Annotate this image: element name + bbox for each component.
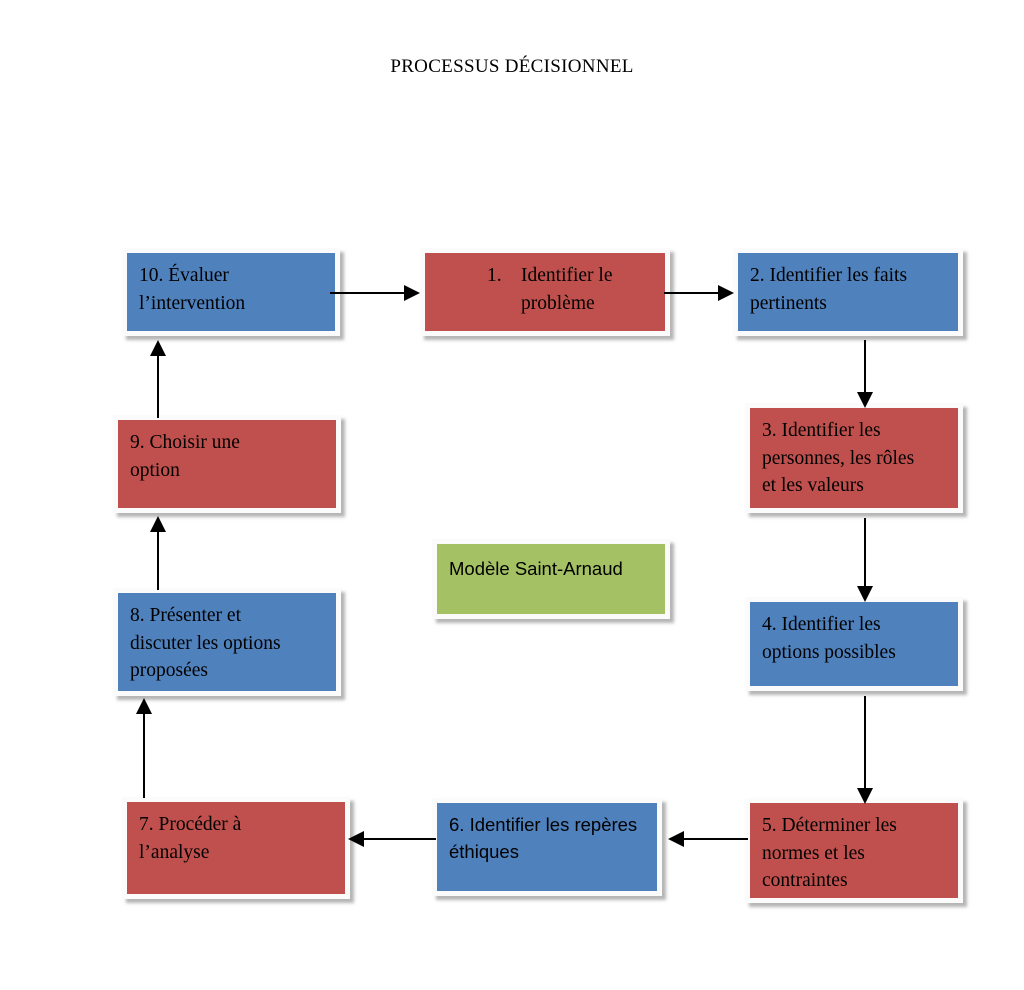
step-3-line-2: personnes, les rôles <box>762 447 915 469</box>
step-2-line-2: pertinents <box>750 292 827 314</box>
arrow-step-9-to-step-10 <box>150 340 166 418</box>
step-3-line-3: et les valeurs <box>762 475 864 497</box>
process-box-step-8[interactable]: 8. Présenter et discuter les options pro… <box>113 588 341 696</box>
arrow-step-1-to-step-2 <box>664 285 736 301</box>
arrow-head-left-icon <box>668 831 684 847</box>
arrow-head-up-icon <box>150 516 166 532</box>
arrow-step-2-to-step-3 <box>857 340 873 408</box>
step-7-line-2: l’analyse <box>139 841 210 863</box>
process-box-step-9[interactable]: 9. Choisir une option <box>113 415 341 513</box>
arrow-shaft <box>362 838 436 840</box>
arrow-step-10-to-step-1 <box>330 285 422 301</box>
process-box-step-6[interactable]: 6. Identifier les repères éthiques <box>432 798 662 896</box>
arrow-shaft <box>664 292 720 294</box>
process-box-step-7[interactable]: 7. Procéder à l’analyse <box>122 797 350 899</box>
step-5-line-3: contraintes <box>762 870 848 892</box>
arrow-step-5-to-step-6 <box>668 831 748 847</box>
step-5-line-2: normes et les <box>762 842 865 864</box>
arrow-shaft <box>330 292 406 294</box>
process-box-step-4[interactable]: 4. Identifier les options possibles <box>745 597 963 691</box>
step-8-line-1: 8. Présenter et <box>130 605 242 626</box>
arrow-shaft <box>157 530 159 590</box>
step-7-line-1: 7. Procéder à <box>139 814 242 835</box>
arrow-shaft <box>682 838 748 840</box>
arrow-shaft <box>157 354 159 418</box>
process-box-step-2[interactable]: 2. Identifier les faits pertinents <box>733 248 963 336</box>
arrow-shaft <box>864 340 866 394</box>
arrow-step-6-to-step-7 <box>348 831 436 847</box>
step-10-line-2: l’intervention <box>139 292 246 314</box>
step-4-line-2: options possibles <box>762 641 896 663</box>
step-5-line-1: 5. Déterminer les <box>762 815 897 836</box>
arrow-step-3-to-step-4 <box>857 518 873 602</box>
legend-model-label: Modèle Saint-Arnaud <box>449 558 623 579</box>
step-6-line-2: éthiques <box>449 840 519 862</box>
step-1-number: 1. <box>487 265 502 286</box>
step-4-line-1: 4. Identifier les <box>762 614 881 635</box>
step-1-line-2: problème <box>521 292 595 314</box>
arrow-head-right-icon <box>718 285 734 301</box>
step-8-line-2: discuter les options <box>130 632 281 654</box>
arrow-head-left-icon <box>348 831 364 847</box>
arrow-shaft <box>864 518 866 588</box>
arrow-head-down-icon <box>857 788 873 804</box>
arrow-step-7-to-step-8 <box>136 698 152 798</box>
process-box-step-1[interactable]: 1. Identifier le problème <box>420 248 670 336</box>
page-title: PROCESSUS DÉCISIONNEL <box>390 56 634 77</box>
arrow-head-right-icon <box>404 285 420 301</box>
step-2-line-1: 2. Identifier les faits <box>750 265 908 286</box>
arrow-shaft <box>143 712 145 798</box>
step-1-text-1: Identifier le <box>521 265 613 286</box>
arrow-step-8-to-step-9 <box>150 516 166 590</box>
step-9-line-2: option <box>130 459 180 481</box>
step-9-line-1: 9. Choisir une <box>130 432 240 453</box>
arrow-head-up-icon <box>136 698 152 714</box>
step-1-line-1: 1. Identifier le <box>487 262 655 290</box>
step-10-line-1: 10. Évaluer <box>139 265 229 286</box>
process-box-step-3[interactable]: 3. Identifier les personnes, les rôles e… <box>745 403 963 513</box>
arrow-head-down-icon <box>857 586 873 602</box>
legend-box-model[interactable]: Modèle Saint-Arnaud <box>432 539 670 619</box>
arrow-shaft <box>864 696 866 790</box>
step-3-line-1: 3. Identifier les <box>762 420 881 441</box>
process-box-step-10[interactable]: 10. Évaluer l’intervention <box>122 248 340 336</box>
step-8-line-3: proposées <box>130 660 208 682</box>
process-box-step-5[interactable]: 5. Déterminer les normes et les contrain… <box>745 798 963 903</box>
step-6-line-1: 6. Identifier les repères <box>449 814 638 835</box>
arrow-head-up-icon <box>150 340 166 356</box>
arrow-head-down-icon <box>857 392 873 408</box>
arrow-step-4-to-step-5 <box>857 696 873 804</box>
